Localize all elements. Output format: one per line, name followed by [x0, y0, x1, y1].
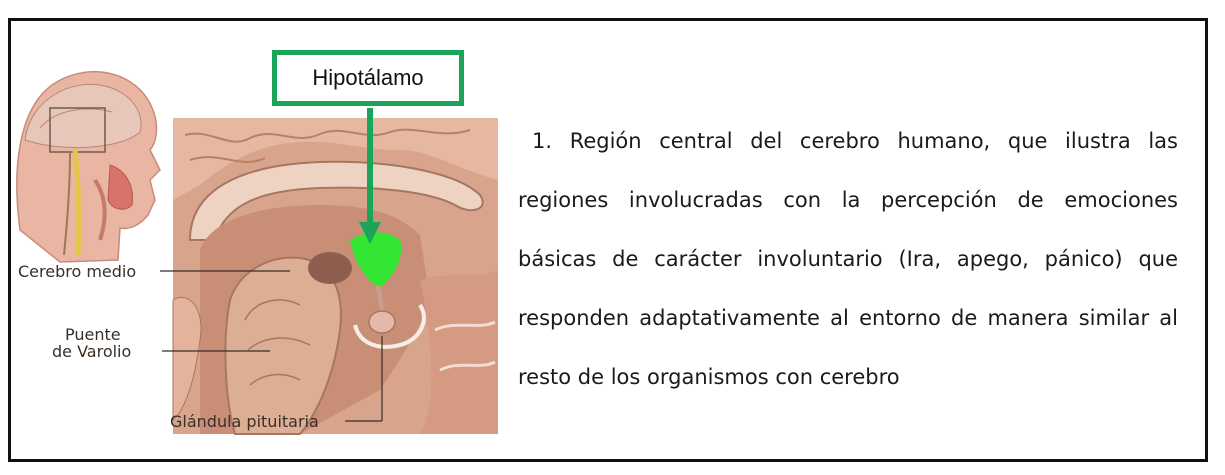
- brain-cross-section: [172, 118, 498, 435]
- hypothalamus-callout: Hipotálamo: [272, 50, 464, 106]
- figure-caption: 1. Región central del cerebro humano, qu…: [518, 112, 1178, 407]
- caption-text: Región central del cerebro humano, que i…: [518, 129, 1178, 389]
- hypothalamus-arrow: [359, 108, 381, 244]
- label-pons-line1: Puente: [65, 325, 121, 344]
- label-midbrain: Cerebro medio: [18, 262, 137, 281]
- caption-number: 1.: [532, 129, 553, 153]
- label-pituitary: Glándula pituitaria: [170, 412, 319, 431]
- head-thumbnail: [16, 71, 161, 263]
- label-pons-line2: de Varolio: [52, 342, 132, 361]
